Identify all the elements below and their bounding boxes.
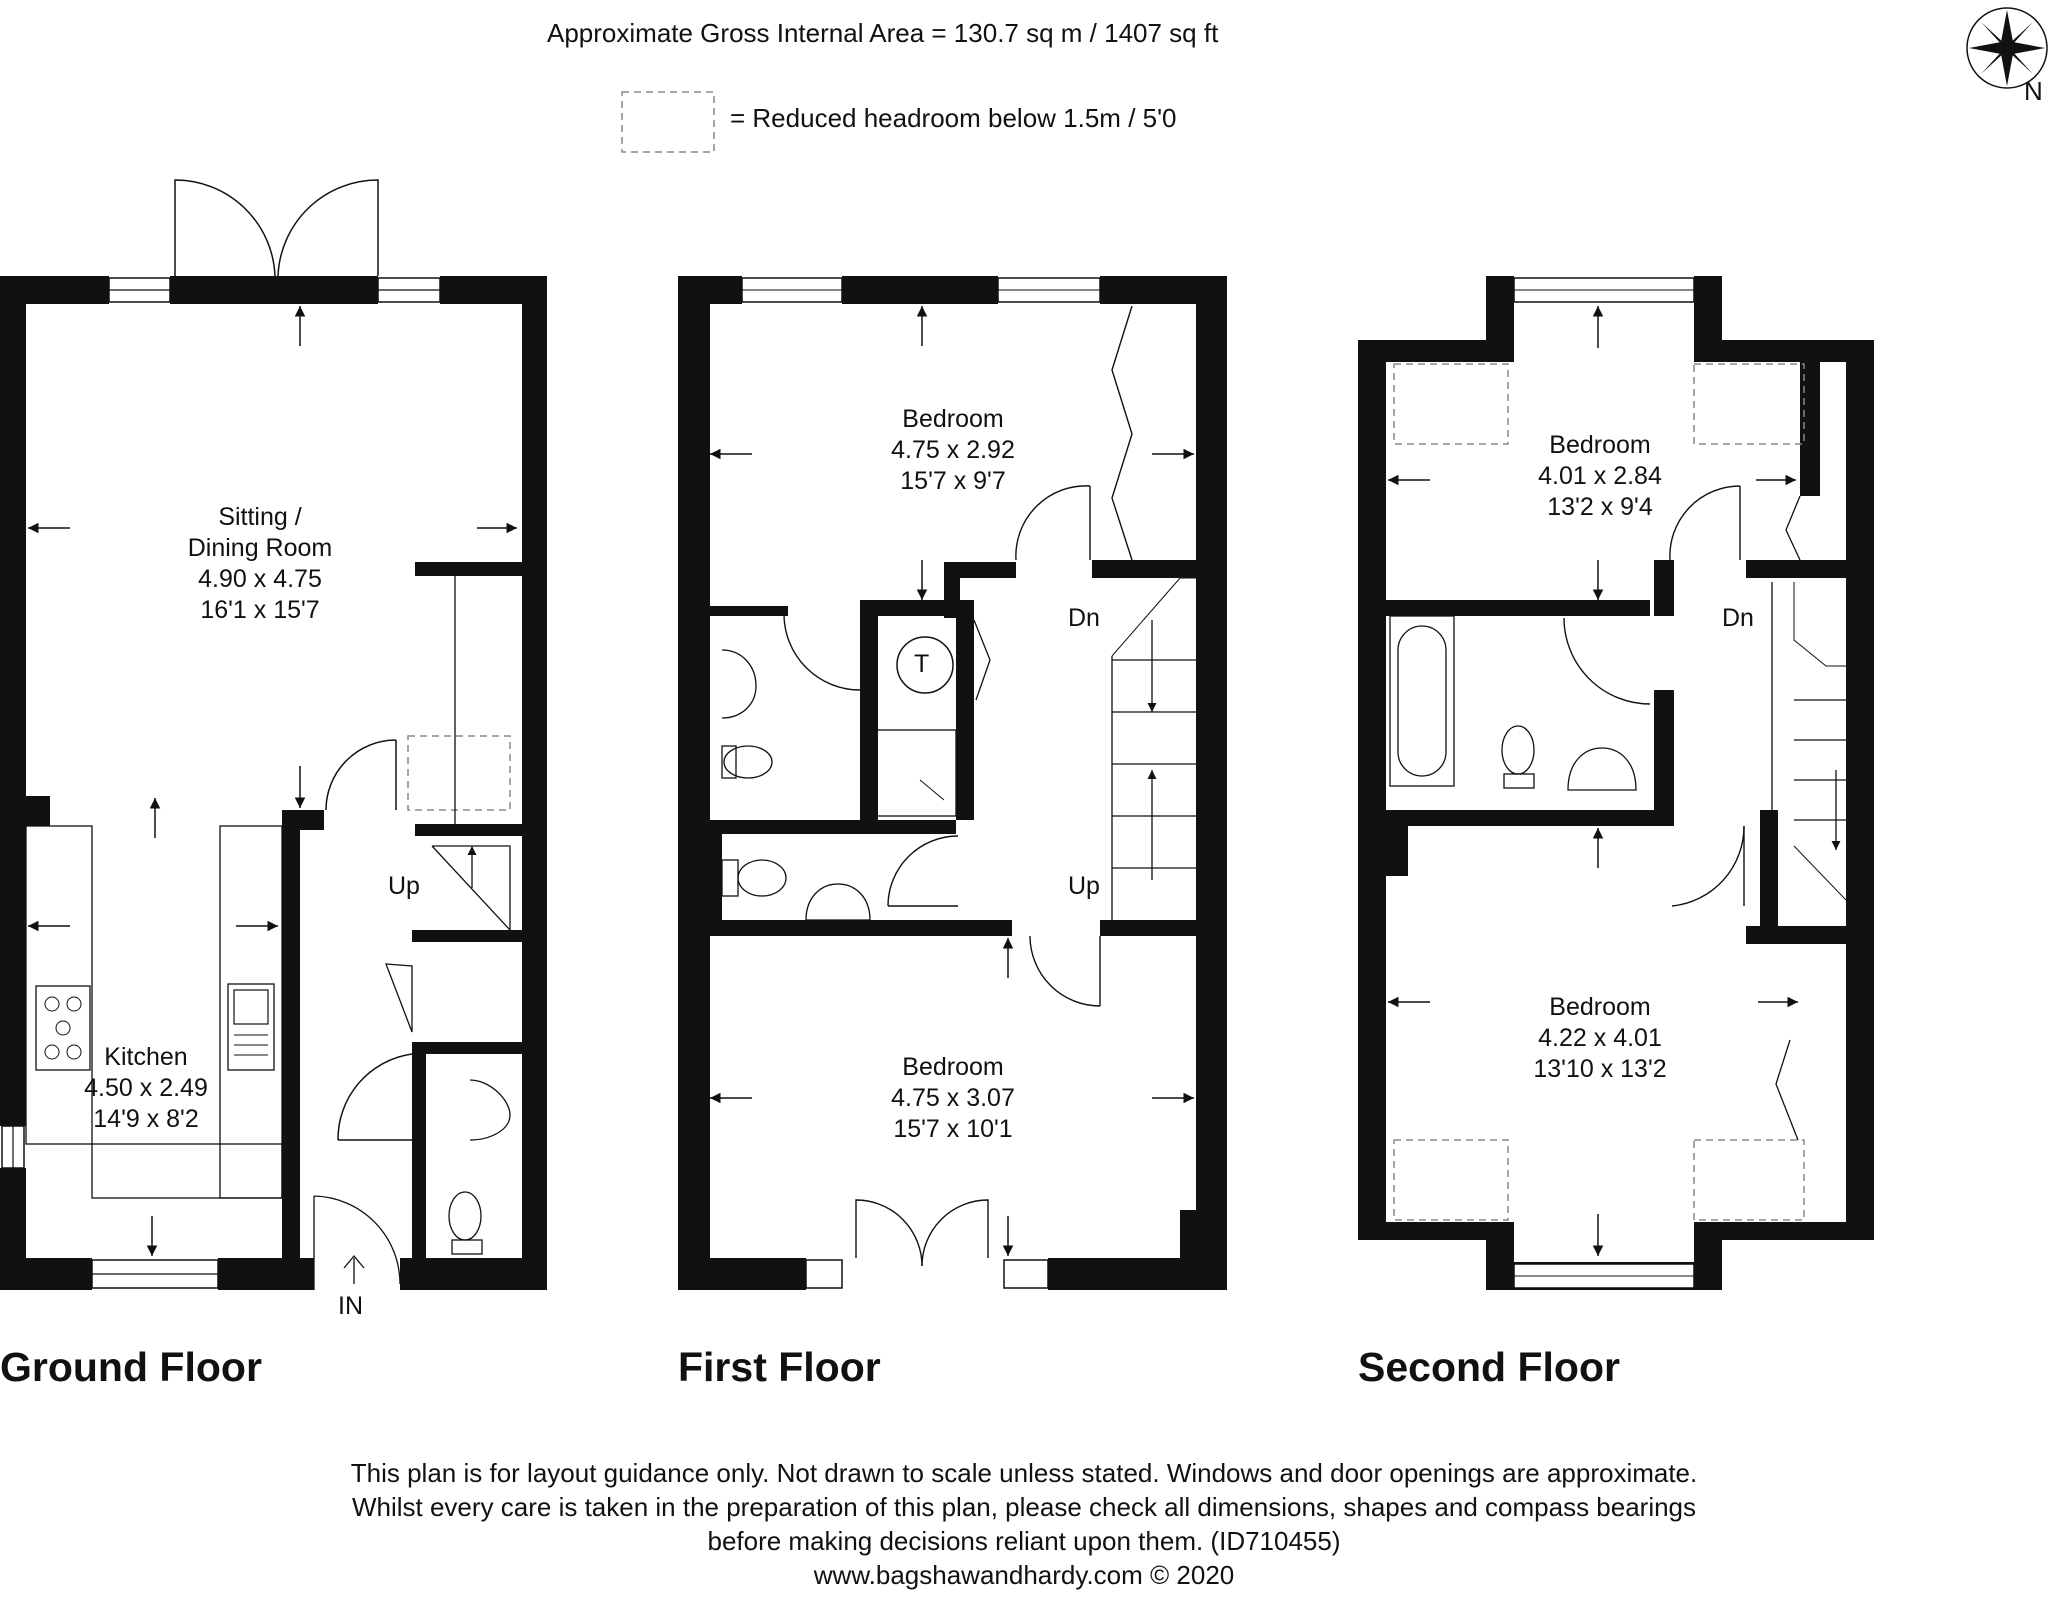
tank-label: T: [914, 650, 930, 678]
gross-internal-area: Approximate Gross Internal Area = 130.7 …: [547, 18, 1219, 48]
wall: [170, 276, 378, 304]
compass-north-label: N: [2024, 76, 2043, 106]
sitting-dining-room-label: Sitting / Dining Room 4.90 x 4.75 16'1 x…: [187, 503, 333, 624]
reduced-headroom-area: [407, 735, 511, 811]
kitchen-label: Kitchen 4.50 x 2.49 14'9 x 8'2: [84, 1043, 208, 1133]
reduced-headroom-area: [1693, 363, 1805, 445]
second-bedroom-front-label: Bedroom 4.22 x 4.01 13'10 x 13'2: [1533, 993, 1667, 1083]
wall: [412, 1042, 524, 1054]
reduced-headroom-area: [1693, 1139, 1805, 1221]
second-floor-plan: [1358, 276, 1874, 1290]
second-floor-title: Second Floor: [1358, 1344, 1620, 1390]
ground-stairs-up-label: Up: [388, 872, 420, 900]
wall: [0, 1258, 92, 1290]
wall: [282, 810, 324, 830]
ground-floor-plan: [0, 179, 547, 1290]
first-stairs-up-label: Up: [1068, 872, 1100, 900]
wall: [282, 810, 300, 1282]
reduced-headroom-area: [1393, 1139, 1509, 1221]
first-bedroom-rear-label: Bedroom 4.75 x 2.92 15'7 x 9'7: [891, 405, 1015, 495]
first-floor-title: First Floor: [678, 1344, 881, 1390]
entrance-label: IN: [338, 1292, 363, 1320]
wall: [415, 562, 525, 576]
wall: [412, 1042, 426, 1262]
compass-rose-icon: [1966, 7, 2048, 89]
second-bedroom-rear-label: Bedroom 4.01 x 2.84 13'2 x 9'4: [1538, 431, 1662, 521]
wall: [412, 930, 524, 942]
first-stairs-down-label: Dn: [1068, 604, 1100, 632]
first-bedroom-front-label: Bedroom 4.75 x 3.07 15'7 x 10'1: [891, 1053, 1015, 1143]
disclaimer: This plan is for layout guidance only. N…: [0, 1456, 2048, 1592]
legend-reduced-headroom-text: = Reduced headroom below 1.5m / 5'0: [730, 103, 1177, 133]
wall: [0, 796, 50, 826]
wall: [400, 1258, 547, 1290]
wall: [522, 276, 547, 1290]
ground-floor-title: Ground Floor: [0, 1344, 262, 1390]
reduced-headroom-area: [1393, 363, 1509, 445]
legend-reduced-headroom-box: [621, 91, 715, 153]
wall: [415, 824, 525, 836]
wall: [0, 276, 26, 1126]
first-floor-plan: [678, 276, 1227, 1290]
website-link[interactable]: www.bagshawandhardy.com © 2020: [813, 1560, 1235, 1590]
second-stairs-down-label: Dn: [1722, 604, 1754, 632]
